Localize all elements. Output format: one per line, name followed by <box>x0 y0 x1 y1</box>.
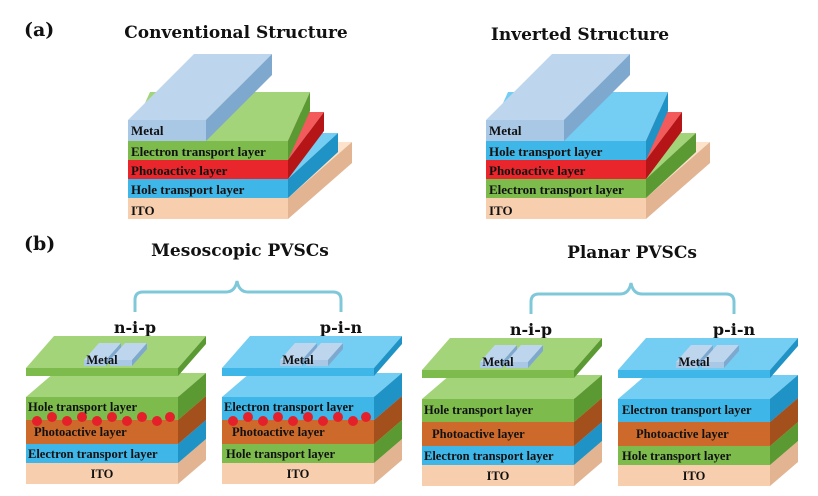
planar-nip-etl-label: Electron transport layer <box>424 449 554 463</box>
planar-pin-metal-label: Metal <box>678 355 710 369</box>
panel-b-label: (b) <box>24 233 55 255</box>
planar-bracket <box>529 282 736 314</box>
mesoscopic-nip-label: n-i-p <box>114 318 156 337</box>
conventional-layer-metal: Metal <box>128 54 272 141</box>
planar-nip-metal-label: Metal <box>482 355 514 369</box>
meso-nip-etl-label: Electron transport layer <box>28 447 158 461</box>
meso-pin-metal-label: Metal <box>282 353 314 367</box>
planar-nip-photoactive-label: Photoactive layer <box>432 427 525 441</box>
conventional-metal-label: Metal <box>131 123 164 138</box>
planar-pin-layer-etl: Electron transport layer <box>618 375 798 422</box>
meso-nip-htl-label: Hole transport layer <box>28 400 137 414</box>
planar-nip-htl-label: Hole transport layer <box>424 403 533 417</box>
planar-nip-label: n-i-p <box>510 320 552 339</box>
inverted-etl-label: Electron transport layer <box>489 182 624 197</box>
meso-pin-etl-label: Electron transport layer <box>224 400 354 414</box>
meso-nip-metal-electrodes: Metal <box>84 343 147 367</box>
conventional-etl-label: Electron transport layer <box>131 144 266 159</box>
meso-nip-particles <box>32 412 175 426</box>
meso-pin-particles <box>228 412 371 426</box>
planar-pin-stack: ITO Hole transport layer Photoactive lay… <box>618 338 798 486</box>
mesoscopic-pin-label: p-i-n <box>320 318 363 337</box>
mesoscopic-title: Mesoscopic PVSCs <box>151 241 329 261</box>
inverted-photoactive-label: Photoactive layer <box>489 163 586 178</box>
conventional-htl-label: Hole transport layer <box>131 182 245 197</box>
meso-nip-metal-label: Metal <box>86 353 118 367</box>
mesoscopic-bracket <box>133 280 343 312</box>
planar-pin-label: p-i-n <box>713 320 756 339</box>
planar-pin-ito-label: ITO <box>683 469 706 483</box>
planar-nip-ito-label: ITO <box>487 469 510 483</box>
inverted-title: Inverted Structure <box>491 25 669 45</box>
meso-pin-htl-label: Hole transport layer <box>226 447 335 461</box>
planar-pin-photoactive-label: Photoactive layer <box>636 427 729 441</box>
conventional-title: Conventional Structure <box>124 23 348 43</box>
planar-nip-metal-electrodes: Metal <box>480 345 543 369</box>
panel-a-label: (a) <box>24 19 54 41</box>
inverted-stack: ITO Electron transport layer Photoactive… <box>486 54 710 219</box>
conventional-stack: ITO Hole transport layer Photoactive lay… <box>128 54 352 219</box>
inverted-ito-label: ITO <box>489 203 513 218</box>
conventional-ito-label: ITO <box>131 203 155 218</box>
meso-pin-ito-label: ITO <box>287 467 310 481</box>
inverted-htl-label: Hole transport layer <box>489 144 603 159</box>
meso-pin-metal-electrodes: Metal <box>280 343 343 367</box>
planar-title: Planar PVSCs <box>567 243 697 263</box>
mesoscopic-nip-stack: ITO Electron transport layer Photoactive… <box>26 336 206 484</box>
meso-nip-ito-label: ITO <box>91 467 114 481</box>
mesoscopic-pin-stack: ITO Hole transport layer Photoactive lay… <box>222 336 402 484</box>
inverted-layer-metal: Metal <box>486 54 630 141</box>
inverted-metal-label: Metal <box>489 123 522 138</box>
planar-nip-layer-htl: Hole transport layer <box>422 375 602 422</box>
planar-nip-stack: ITO Electron transport layer Photoactive… <box>422 338 602 486</box>
meso-pin-layer-etl: Electron transport layer <box>222 373 402 420</box>
conventional-photoactive-label: Photoactive layer <box>131 163 228 178</box>
meso-pin-photoactive-label: Photoactive layer <box>232 425 325 439</box>
planar-pin-etl-label: Electron transport layer <box>622 403 752 417</box>
meso-nip-photoactive-label: Photoactive layer <box>34 425 127 439</box>
planar-pin-htl-label: Hole transport layer <box>622 449 731 463</box>
planar-pin-metal-electrodes: Metal <box>676 345 739 369</box>
